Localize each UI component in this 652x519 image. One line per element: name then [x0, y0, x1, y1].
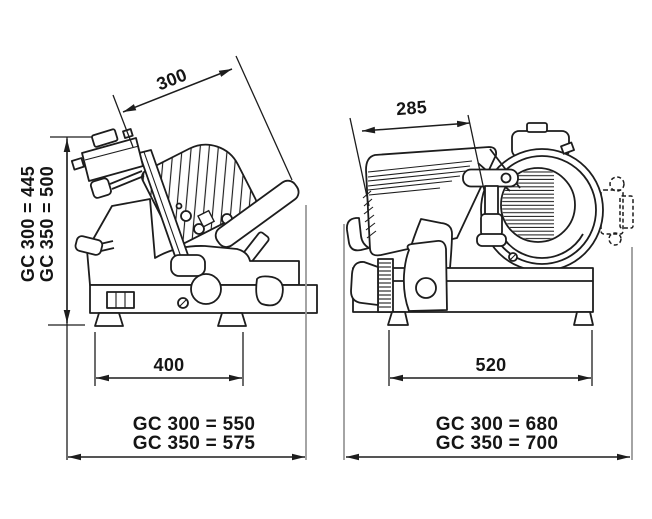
dim-label-overall-front-gc300: GC 300 = 680 — [436, 414, 558, 435]
dim-label-300: 300 — [154, 64, 190, 94]
tray-bumper — [346, 217, 370, 252]
tray-edge-hatch — [362, 190, 377, 239]
guard-screw — [508, 252, 518, 262]
dim-label-height-gc300: GC 300 = 445 — [18, 166, 38, 282]
thickness-knob-side[interactable] — [190, 273, 222, 305]
bottom-guard-arc — [500, 233, 584, 259]
blade-sharpener-phantom — [600, 176, 634, 246]
foot — [94, 312, 124, 327]
thickness-gauge[interactable] — [350, 258, 394, 313]
dimension-overall-front: GC 300 = 680 GC 350 = 700 — [343, 224, 633, 461]
dim-label-400: 400 — [154, 355, 185, 375]
support-column — [484, 185, 499, 217]
gauge-knob — [350, 261, 379, 306]
adjustment-screw — [177, 297, 189, 309]
gauge-ticks — [379, 262, 391, 308]
ring-latch — [560, 141, 575, 155]
carriage-bracket — [197, 209, 216, 228]
foot — [573, 311, 594, 326]
product-pusher[interactable] — [70, 128, 144, 182]
dim-label-overall-front-gc350: GC 350 = 700 — [436, 433, 558, 454]
foot — [387, 311, 409, 326]
dim-label-overall-side-gc350: GC 350 = 575 — [133, 433, 256, 454]
dimension-overall-side: GC 300 = 550 GC 350 = 575 — [68, 205, 307, 461]
foot — [217, 312, 247, 327]
dim-label-height-gc350: GC 350 = 500 — [37, 166, 57, 282]
machine-body — [86, 198, 300, 286]
side-view — [70, 128, 318, 327]
dimension-feet-side: 400 — [94, 332, 244, 386]
clamp-arm — [402, 240, 448, 312]
dim-label-520: 520 — [476, 355, 507, 375]
pusher-handle[interactable] — [89, 170, 145, 199]
dim-label-285: 285 — [395, 97, 427, 119]
carriage-handle[interactable] — [74, 235, 115, 256]
dim-label-overall-side-gc300: GC 300 = 550 — [133, 414, 255, 435]
column-foot — [170, 254, 206, 277]
tray-plate-lines — [367, 160, 473, 196]
control-panel[interactable] — [106, 291, 135, 309]
dimension-tray: 285 — [349, 97, 485, 207]
dimension-height: GC 300 = 445 GC 350 = 500 — [18, 136, 92, 460]
rear-bumper — [255, 275, 284, 307]
dimension-feet-front: 520 — [388, 330, 593, 386]
slice-deflector — [214, 179, 300, 248]
motor-cover-cap — [526, 122, 548, 133]
front-view — [346, 122, 634, 326]
